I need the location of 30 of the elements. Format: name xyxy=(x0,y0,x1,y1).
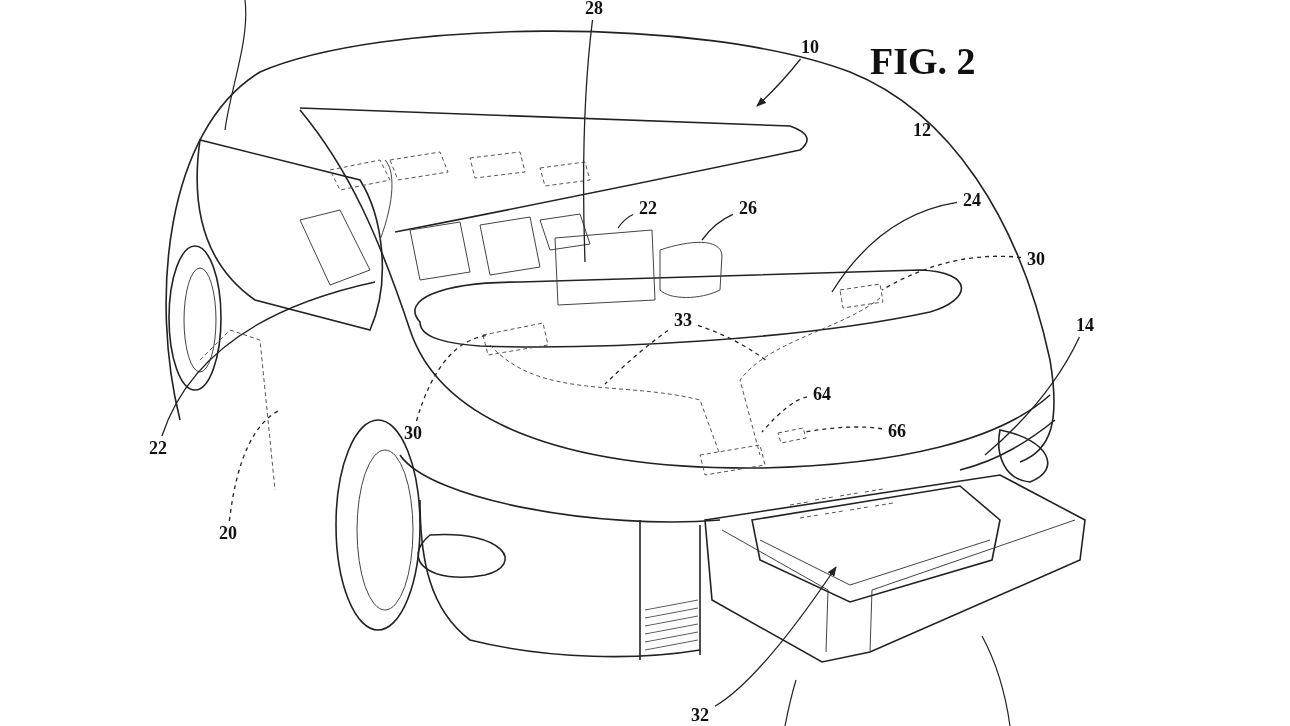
leader-line xyxy=(761,396,808,433)
leader-line xyxy=(697,324,769,363)
leader-line xyxy=(984,336,1081,456)
leader-line xyxy=(228,409,281,522)
leader-line xyxy=(604,329,669,385)
callout-number: 64 xyxy=(813,385,831,403)
leader-line xyxy=(701,213,734,241)
callout-number: 10 xyxy=(801,38,819,56)
callout-number: 30 xyxy=(1027,250,1045,268)
callout-number: 30 xyxy=(404,424,422,442)
callout-number: 32 xyxy=(691,706,709,724)
leader-line xyxy=(881,255,1022,291)
leader-line xyxy=(161,281,376,437)
callout-number: 22 xyxy=(149,439,167,457)
callout-number: 26 xyxy=(739,199,757,217)
callout-number: 22 xyxy=(639,199,657,217)
callout-number: 24 xyxy=(963,191,981,209)
callout-number: 33 xyxy=(674,311,692,329)
callout-number: 12 xyxy=(913,121,931,139)
callout-number: 28 xyxy=(585,0,603,17)
leader-line xyxy=(617,213,634,229)
arrow xyxy=(756,58,802,107)
figure-title: FIG. 2 xyxy=(870,42,976,80)
leader-line xyxy=(805,426,883,433)
callout-number: 14 xyxy=(1076,316,1094,334)
leader-line xyxy=(831,201,958,293)
arrow xyxy=(714,566,837,707)
callout-number: 20 xyxy=(219,524,237,542)
leader-line xyxy=(582,19,594,263)
callout-number: 66 xyxy=(888,422,906,440)
